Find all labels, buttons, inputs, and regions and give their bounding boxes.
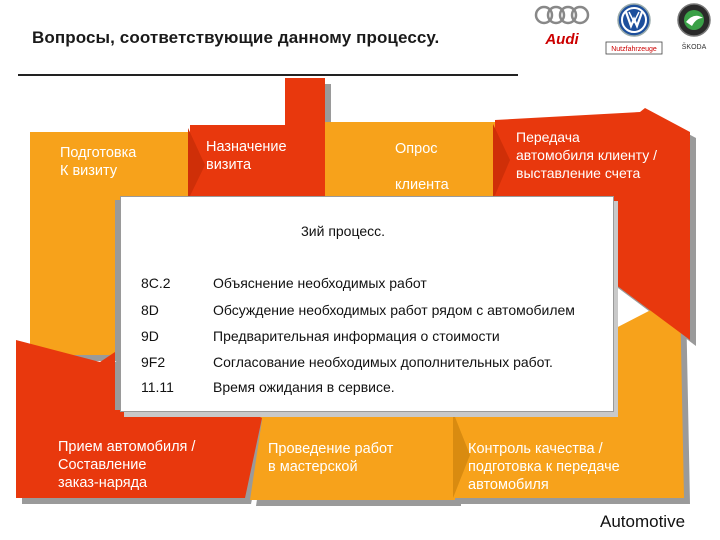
skoda-logo-text: ŠKODA — [682, 42, 707, 51]
stage-label-prep: Подготовка К визиту — [60, 145, 137, 179]
question-row: 9D Предварительная информация о стоимости — [141, 328, 500, 344]
stage-label-work: Проведение работ в мастерской — [268, 441, 394, 475]
stage-label-handover: Передача автомобиля клиенту / выставлени… — [516, 129, 657, 181]
question-text: Обсуждение необходимых работ рядом с авт… — [213, 302, 575, 318]
dealer-logo-text: Nutzfahrzeuge — [611, 46, 657, 53]
stage-label-quality: Контроль качества / подготовка к передач… — [468, 441, 620, 493]
title-divider — [18, 74, 518, 76]
question-row: 8D Обсуждение необходимых работ рядом с а… — [141, 302, 575, 318]
stage-shape-prep — [30, 132, 190, 355]
question-text: Объяснение необходимых работ — [213, 275, 427, 291]
stage-shape-reception — [16, 340, 262, 498]
brand-logos: Audi Nutzfahrzeuge ŠKODA — [534, 3, 711, 55]
stage-shape-appointment — [190, 78, 325, 200]
page-title: Вопросы, соответствующие данному процесс… — [32, 28, 440, 47]
question-text: Предварительная информация о стоимости — [213, 328, 500, 344]
question-row: 8C.2 Объяснение необходимых работ — [141, 275, 427, 291]
panel-title: 3ий процесс. — [301, 223, 386, 239]
question-code: 9D — [141, 328, 159, 344]
question-text: Время ожидания в сервисе. — [213, 379, 395, 395]
question-code: 8D — [141, 302, 159, 318]
skoda-logo: ŠKODA — [677, 3, 711, 51]
process-questions-panel: 3ий процесс. 8C.2 Объяснение необходимых … — [120, 196, 614, 412]
question-code: 9F2 — [141, 354, 166, 370]
question-text: Согласование необходимых дополнительных … — [213, 354, 553, 370]
question-row: 9F2 Согласование необходимых дополнительн… — [141, 354, 553, 370]
stage-shape-work — [245, 410, 455, 500]
stage-label-appointment: Назначение визита — [206, 139, 287, 173]
vw-logo: Nutzfahrzeuge — [605, 3, 663, 55]
question-code: 8C.2 — [141, 275, 171, 291]
audi-logo: Audi — [534, 5, 590, 48]
stage-label-reception: Прием автомобиля / Составление заказ-нар… — [58, 439, 196, 491]
stage-shape-survey — [325, 122, 495, 200]
stage-shape-quality — [455, 295, 684, 498]
audi-logo-text: Audi — [544, 31, 579, 48]
question-code: 11.11 — [141, 379, 174, 395]
question-row: 11.11 Время ожидания в сервисе. — [141, 379, 395, 395]
brand-footer: Automotive — [600, 512, 686, 531]
stage-shape-handover — [495, 108, 690, 340]
stage-label-survey: Опрос клиента — [395, 141, 449, 193]
